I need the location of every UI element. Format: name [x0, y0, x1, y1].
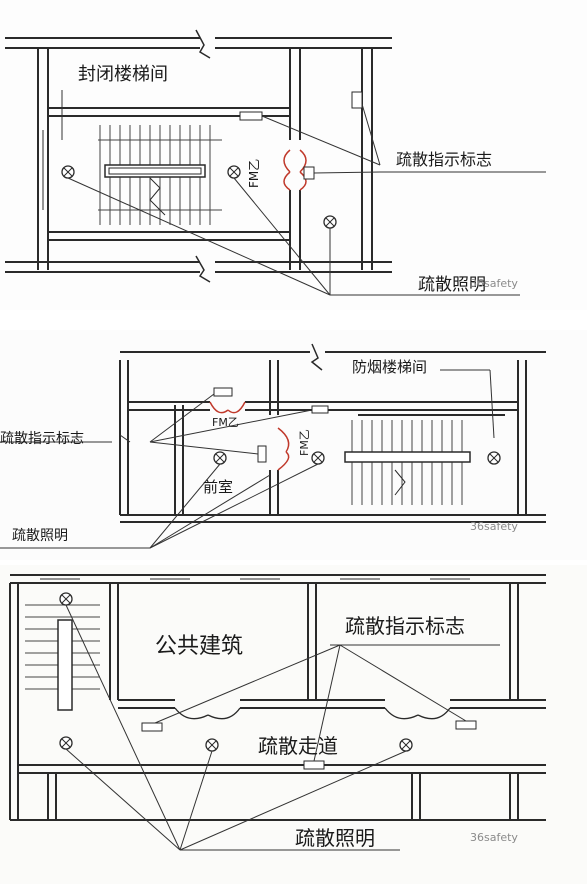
- stair-arrow: [394, 469, 406, 496]
- exit-sign-icon: [257, 445, 267, 463]
- smoke-proof-stair-label: 防烟楼梯间: [352, 358, 427, 376]
- lamp-icon: [399, 738, 413, 752]
- sign-label: 疏散指示标志: [345, 614, 465, 638]
- exit-sign-icon: [141, 722, 163, 732]
- stair-well: [57, 619, 73, 711]
- exit-sign-icon: [303, 760, 325, 770]
- stair-well: [104, 164, 206, 178]
- light-label: 疏散照明: [418, 275, 486, 295]
- lamp-icon: [311, 451, 325, 465]
- lamp-icon: [323, 215, 337, 229]
- anteroom-label: 前室: [203, 478, 233, 496]
- lamp-icon: [59, 736, 73, 750]
- smoke-proof-stair-plan: 防烟楼梯间 疏散指示标志 疏散照明 前室 FM乙 FM乙 36safety: [0, 343, 546, 549]
- corridor-label: 疏散走道: [258, 734, 338, 758]
- door: [384, 707, 451, 720]
- leader-lines: [65, 604, 500, 851]
- public-building-label: 公共建筑: [155, 634, 243, 659]
- stair-well: [344, 451, 471, 463]
- fire-door: [209, 401, 246, 414]
- lamp-icon: [61, 165, 75, 179]
- break-mark-top: [195, 29, 211, 59]
- door-code: FM乙: [247, 159, 261, 188]
- watermark: 36safety: [470, 520, 518, 533]
- leader-lines: [61, 90, 546, 296]
- door-code-1: FM乙: [212, 416, 239, 429]
- enclosed-stair-panel: 封闭楼梯间 疏散指示标志 疏散照明 FM乙 36safety: [0, 0, 587, 310]
- break-mark: [310, 343, 323, 371]
- leader-lines: [0, 369, 495, 549]
- exit-sign-icon: [311, 405, 329, 414]
- exit-sign-icon: [455, 720, 477, 730]
- lamp-icon: [487, 451, 501, 465]
- watermark: 36safety: [470, 831, 518, 844]
- door-code-2: FM乙: [298, 429, 311, 456]
- exit-sign-icon: [239, 111, 263, 121]
- lamp-icon: [227, 165, 241, 179]
- enclosed-stair-plan: 封闭楼梯间 疏散指示标志 疏散照明 FM乙 36safety: [5, 29, 546, 296]
- stair-arrow: [149, 177, 166, 216]
- exit-sign-icon: [213, 387, 233, 397]
- exit-sign-icon: [303, 166, 315, 180]
- door: [174, 707, 241, 720]
- sign-label: 疏散指示标志: [396, 150, 492, 169]
- fire-door: [277, 427, 290, 471]
- lamp-icon: [213, 451, 227, 465]
- light-label: 疏散照明: [12, 528, 68, 544]
- light-label: 疏散照明: [295, 826, 375, 850]
- smoke-proof-stair-panel: 防烟楼梯间 疏散指示标志 疏散照明 前室 FM乙 FM乙 36safety: [0, 330, 587, 560]
- walls: [9, 574, 546, 821]
- break-mark-bottom: [195, 255, 211, 283]
- watermark: 36safety: [470, 277, 518, 290]
- lamp-icon: [59, 592, 73, 606]
- exit-sign-icon: [351, 91, 363, 109]
- walls: [119, 351, 546, 523]
- public-building-panel: 公共建筑 疏散指示标志 疏散走道 疏散照明 36safety: [0, 565, 587, 884]
- sign-label: 疏散指示标志: [0, 431, 84, 447]
- enclosed-stair-label: 封闭楼梯间: [78, 64, 168, 85]
- public-building-plan: 公共建筑 疏散指示标志 疏散走道 疏散照明 36safety: [9, 574, 546, 851]
- lamp-icon: [205, 738, 219, 752]
- walls: [5, 37, 392, 273]
- fire-door: [283, 149, 307, 191]
